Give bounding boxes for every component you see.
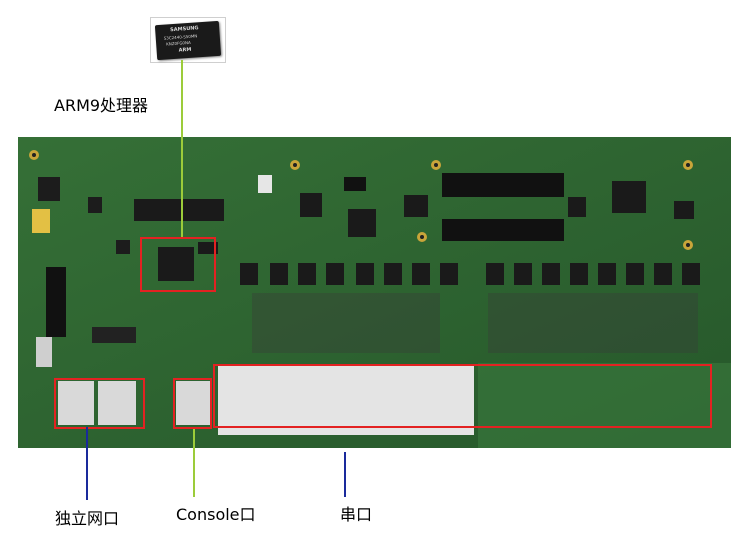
ethernet-label: 独立网口 [55, 509, 120, 528]
console-label: Console口 [176, 505, 256, 524]
circuit-board-photo [18, 137, 731, 448]
serial-label: 串口 [340, 505, 373, 524]
processor-label: ARM9处理器 [54, 96, 149, 115]
processor-chip-image: SAMSUNG S3C2440-S50MN KNZ0FG0NA ARM [150, 17, 226, 63]
